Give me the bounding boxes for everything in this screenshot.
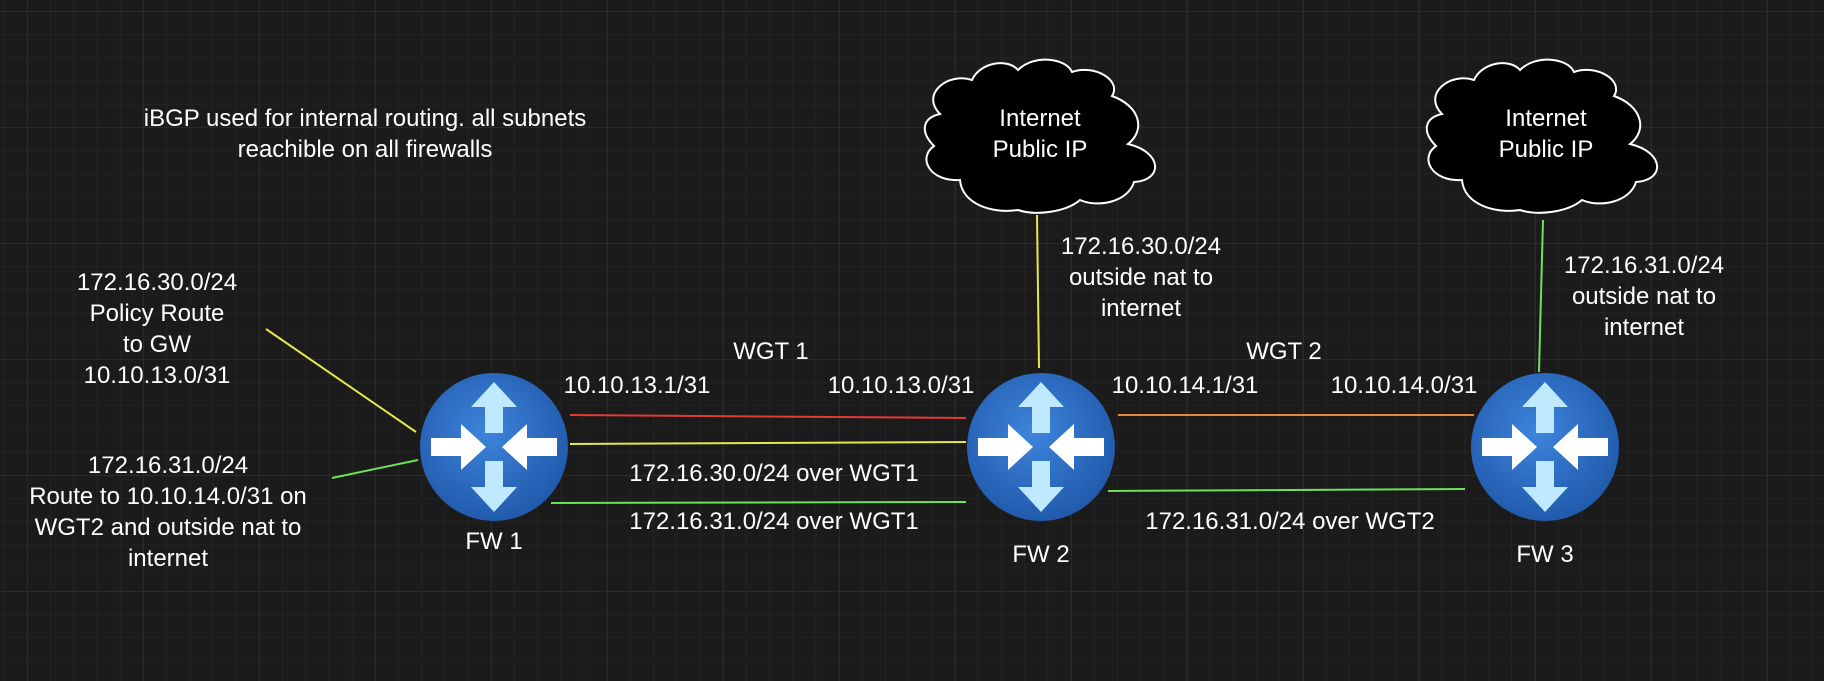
wgt1-tunnel-link	[569, 414, 967, 419]
internet-cloud-2	[1426, 58, 1658, 214]
ibgp-note: iBGP used for internal routing. all subn…	[143, 105, 587, 163]
fw1-wgt1-address: 10.10.13.1/31	[563, 372, 711, 399]
fw1-router-icon[interactable]	[420, 373, 568, 521]
net31-wgt2-link	[1107, 488, 1466, 492]
fw2-nat-note: 172.16.30.0/24 outside nat to internet	[1060, 233, 1222, 322]
net31-wgt1-label: 172.16.31.0/24 over WGT1	[629, 508, 919, 535]
net30-wgt1-label: 172.16.30.0/24 over WGT1	[629, 460, 919, 487]
fw3-wgt2-address: 10.10.14.0/31	[1330, 372, 1478, 399]
fw2-internet-uplink	[1036, 214, 1040, 369]
fw1-policy-route-note: 172.16.30.0/24 Policy Route to GW 10.10.…	[76, 269, 238, 389]
fw3-nat-note: 172.16.31.0/24 outside nat to internet	[1563, 252, 1725, 341]
cloud-2-label: Internet Public IP	[1498, 105, 1594, 163]
fw2-label: FW 2	[1012, 541, 1070, 568]
route-leader	[331, 459, 419, 479]
net30-wgt1-link	[569, 441, 967, 445]
fw3-internet-uplink	[1538, 219, 1544, 373]
policy-route-leader	[265, 328, 417, 433]
fw1-label: FW 1	[465, 528, 523, 555]
net31-wgt2-label: 172.16.31.0/24 over WGT2	[1145, 508, 1435, 535]
cloud-1-label: Internet Public IP	[992, 105, 1088, 163]
fw3-router-icon[interactable]	[1471, 373, 1619, 521]
net31-wgt1-link	[550, 501, 967, 504]
fw2-wgt1-address: 10.10.13.0/31	[827, 372, 975, 399]
wgt1-label: WGT 1	[733, 338, 809, 365]
wgt2-label: WGT 2	[1246, 338, 1322, 365]
fw2-wgt2-address: 10.10.14.1/31	[1111, 372, 1259, 399]
internet-cloud-1	[924, 58, 1156, 214]
fw2-router-icon[interactable]	[967, 373, 1115, 521]
fw1-route-note: 172.16.31.0/24 Route to 10.10.14.0/31 on…	[29, 452, 307, 572]
fw3-label: FW 3	[1516, 541, 1574, 568]
